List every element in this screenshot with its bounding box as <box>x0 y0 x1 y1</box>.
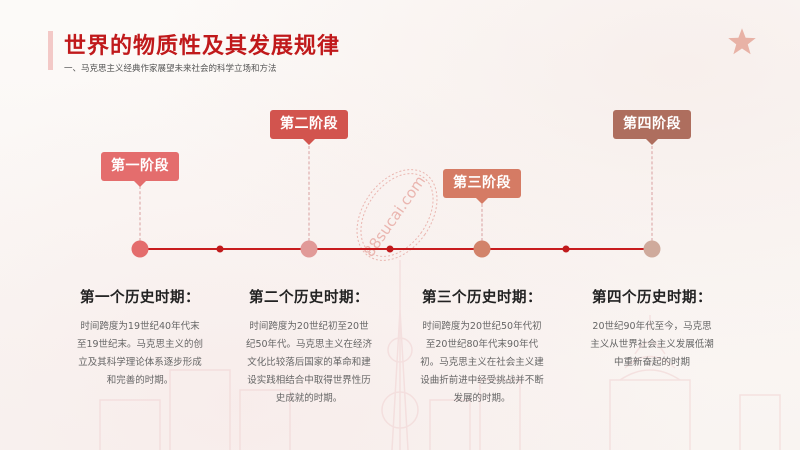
watermark-stamp: 88sucai.com <box>356 169 438 261</box>
stage-1-connector <box>139 186 141 241</box>
stage-3-period-title: 第三个历史时期： <box>422 290 542 306</box>
stage-3-connector <box>481 204 483 241</box>
page-subtitle: 一、马克思主义经典作家展望未来社会的科学立场和方法 <box>64 64 277 74</box>
stage-2-description: 时间跨度为20世纪初至20世纪50年代。马克思主义在经济文化比较落后国家的革命和… <box>245 321 373 404</box>
city-skyline-illustration <box>99 260 781 450</box>
timeline-dot <box>216 245 224 253</box>
stage-3-description: 时间跨度为20世纪50年代初至20世纪80年代末90年代初。马克思主义在社会主义… <box>420 321 544 404</box>
stage-1-tag: 第一阶段 <box>101 152 179 181</box>
stage-3-tag: 第三阶段 <box>443 169 521 198</box>
stage-2-tag: 第二阶段 <box>270 110 348 139</box>
stage-4-description: 20世纪90年代至今，马克思主义从世界社会主义发展低潮中重新奋起的时期 <box>590 321 714 368</box>
timeline-line <box>140 248 652 250</box>
stage-3-node <box>473 240 491 258</box>
stage-2-period-title: 第二个历史时期： <box>249 290 369 306</box>
page-title: 世界的物质性及其发展规律 <box>64 34 341 59</box>
stage-4-node <box>643 240 661 258</box>
stage-1-description: 时间跨度为19世纪40年代末至19世纪末。马克思主义的创立及其科学理论体系逐步形… <box>76 321 204 386</box>
stage-1-period-title: 第一个历史时期： <box>80 290 200 306</box>
star-icon <box>728 28 756 55</box>
stage-4-connector <box>651 146 653 241</box>
title-accent-bar <box>48 31 53 70</box>
stage-2-connector <box>308 146 310 241</box>
stage-1-node <box>131 240 149 258</box>
timeline-dot <box>386 245 394 253</box>
timeline-dot <box>562 245 570 253</box>
stage-4-tag: 第四阶段 <box>613 110 691 139</box>
stage-4-period-title: 第四个历史时期： <box>592 290 712 306</box>
stage-2-node <box>300 240 318 258</box>
